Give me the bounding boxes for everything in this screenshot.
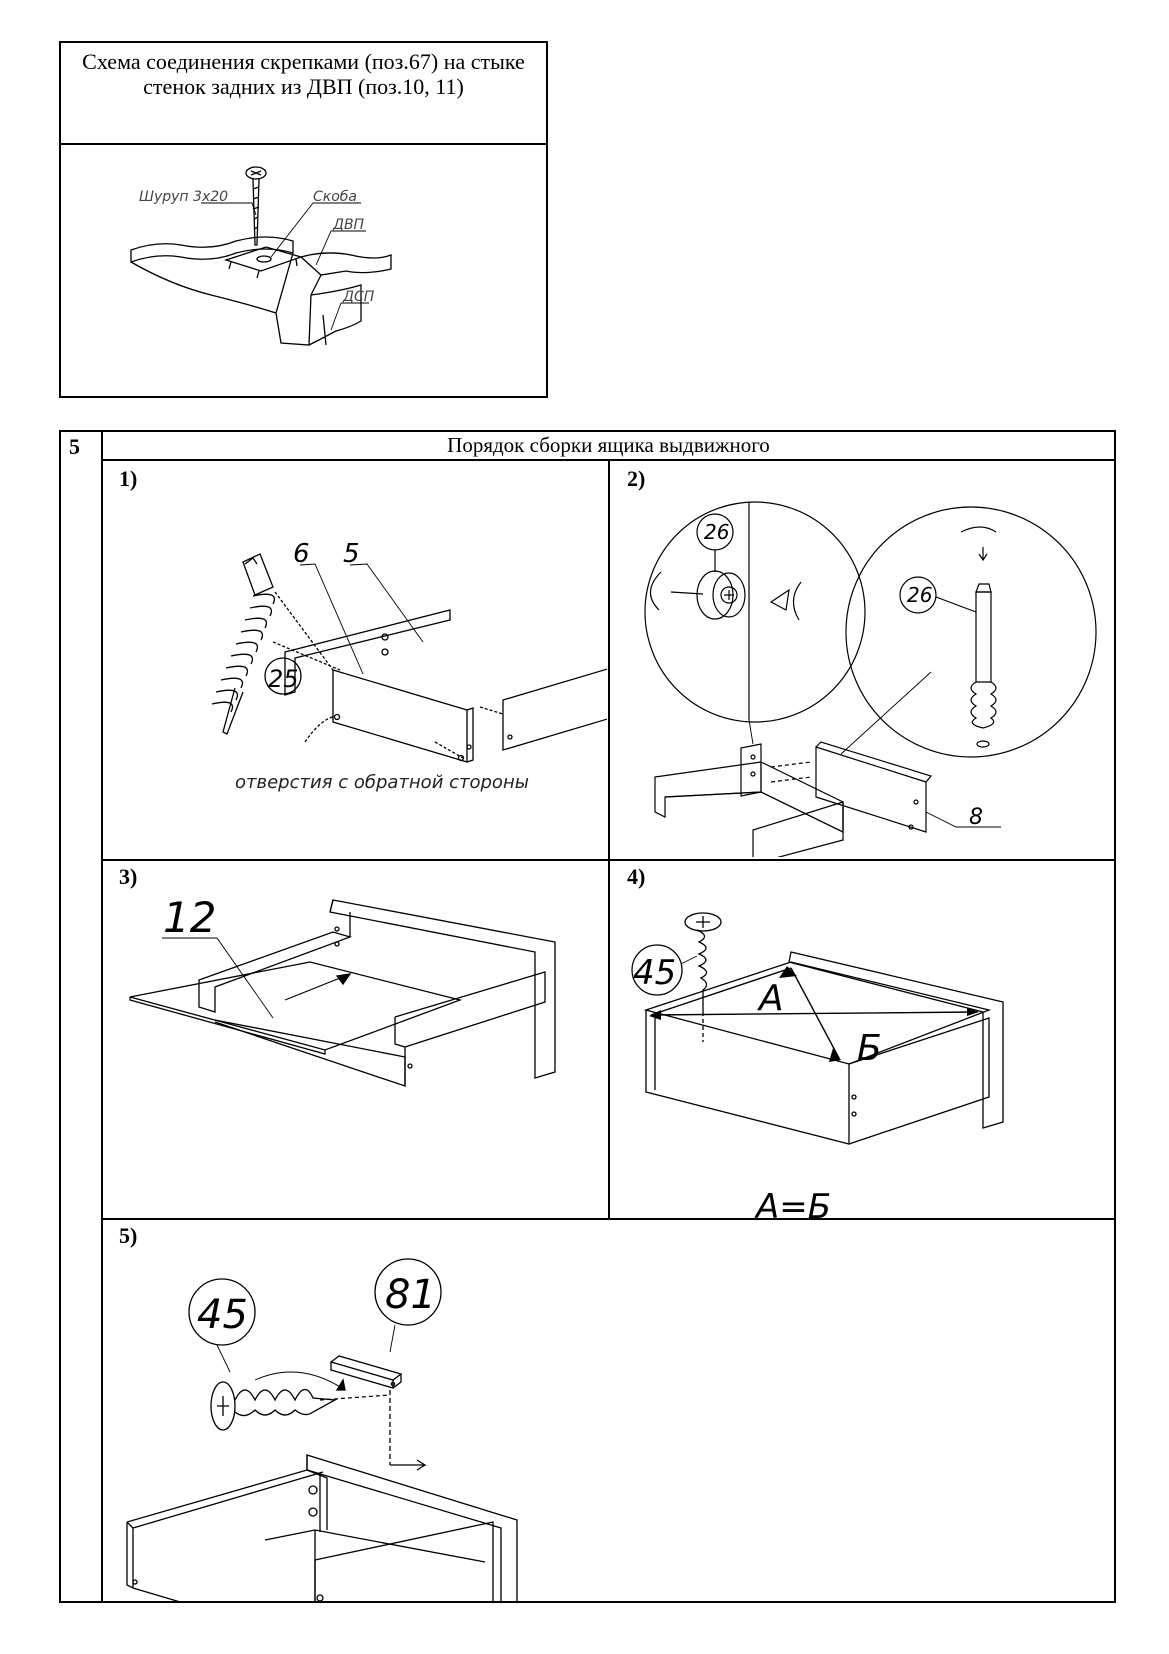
section-title: Порядок сборки ящика выдвижного <box>103 432 1114 461</box>
hdf-label: ДВП <box>332 217 365 233</box>
callout-45-step5: 45 <box>197 1292 248 1338</box>
callout-26-right: 26 <box>907 583 932 607</box>
step-1-label: 1) <box>119 466 138 491</box>
step-5-drawing: 45 81 <box>126 1258 518 1602</box>
fastening-scheme-box: Схема соединения скрепками (поз.67) на с… <box>59 41 548 398</box>
section-number: 5 <box>69 434 80 459</box>
step-3-label: 3) <box>119 864 138 889</box>
bracket-label: Скоба <box>313 189 357 205</box>
step-2-label: 2) <box>627 466 646 491</box>
section-number-column: 5 <box>61 432 103 1601</box>
step-4-drawing: 45 А Б А=Б <box>631 912 1004 1218</box>
step-4-label: 4) <box>627 864 646 889</box>
callout-12: 12 <box>163 893 216 942</box>
step-2-drawing: 26 26 8 <box>644 501 1097 857</box>
fastening-scheme-title: Схема соединения скрепками (поз.67) на с… <box>61 43 546 145</box>
column-divider <box>608 461 610 1219</box>
fastening-scheme-drawing: Шуруп 3х20 Скоба ДВП ДСП <box>130 166 392 346</box>
label-b: Б <box>857 1028 882 1069</box>
row-divider-2 <box>103 1218 1114 1220</box>
step-1-drawing: 6 5 25 отверстия с обратной стороны <box>211 539 607 793</box>
chipboard-label: ДСП <box>342 289 375 305</box>
formula-a-equals-b: А=Б <box>754 1187 831 1218</box>
callout-5: 5 <box>343 539 360 569</box>
step-5-label: 5) <box>119 1223 138 1248</box>
callout-25: 25 <box>268 665 299 693</box>
screw-label: Шуруп 3х20 <box>139 189 228 205</box>
assembly-table: 5 Порядок сборки ящика выдвижного 1) 2) … <box>59 430 1116 1603</box>
callout-8: 8 <box>969 805 983 830</box>
label-a: А <box>757 978 784 1019</box>
callout-45: 45 <box>633 953 676 993</box>
callout-81: 81 <box>385 1272 436 1318</box>
holes-note: отверстия с обратной стороны <box>235 772 529 793</box>
step-3-drawing: 12 <box>129 893 556 1087</box>
callout-26-left: 26 <box>704 520 729 544</box>
callout-6: 6 <box>293 539 310 569</box>
